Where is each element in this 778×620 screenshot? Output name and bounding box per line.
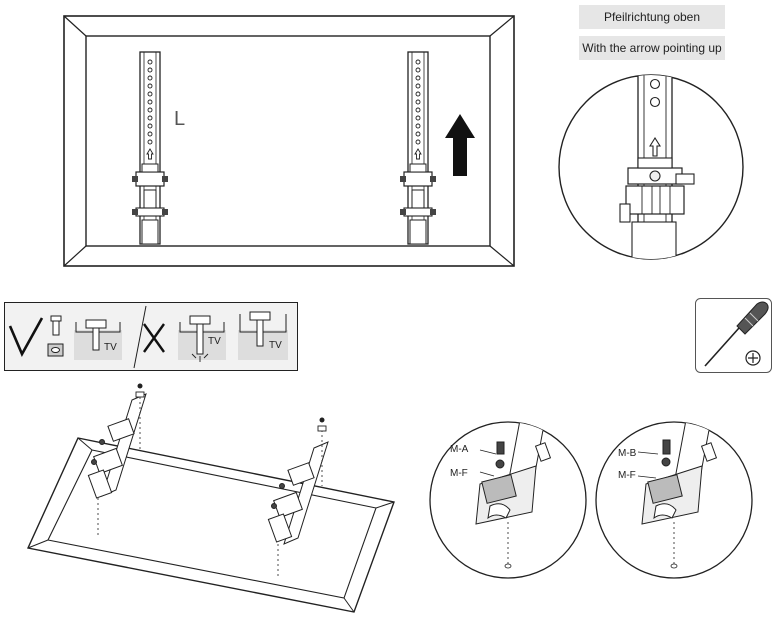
right-bracket [400,51,436,245]
callout-left-bottom: M-F [450,468,468,479]
tv-label: TV [104,342,117,353]
tv-back-view: L [63,15,515,267]
right-bracket-assembly [267,441,329,545]
tv-label: TV [269,340,282,351]
correct-screw-depth: TV [74,319,122,360]
phillips-icon [745,350,761,366]
screw-detail-magnifier-left: M-A M-F [429,421,587,579]
left-bracket [132,51,168,245]
cross-icon [143,323,165,353]
check-icon [8,317,44,357]
screw-usage-panel: TV TV TV [4,302,298,371]
bracket-letter: L [174,108,185,130]
callout-right-top: M-B [618,448,637,459]
screw-detail-magnifier-right: M-B M-F [595,421,753,579]
tv-assembly-perspective [26,383,395,613]
incorrect-screw-too-long: TV [178,315,226,362]
callout-left-top: M-A [450,444,469,455]
tool-box [695,298,772,373]
up-arrow-icon [445,114,475,176]
left-bracket-assembly [87,393,147,499]
tv-label: TV [208,336,221,347]
screwdriver-icon [704,301,769,367]
incorrect-screw-too-short: TV [238,311,288,360]
callout-right-bottom: M-F [618,470,636,481]
screw-washer-icon [47,315,64,357]
bracket-detail-magnifier [558,74,744,260]
arrow-direction-label-de: Pfeilrichtung oben [579,5,725,29]
arrow-direction-label-en: With the arrow pointing up [579,36,725,60]
